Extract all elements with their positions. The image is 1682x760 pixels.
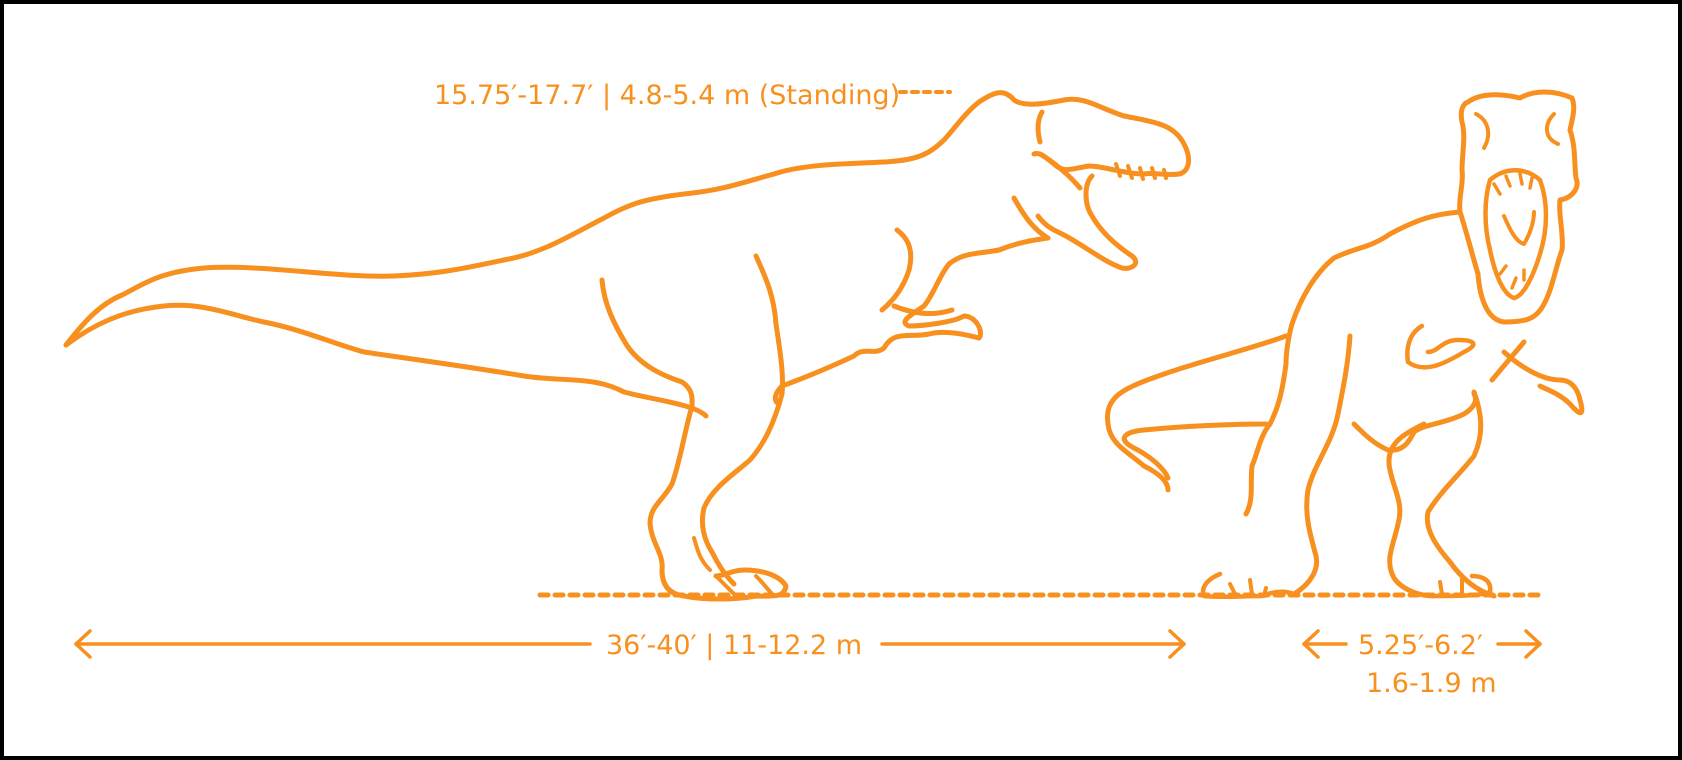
length-label: 36′-40′ | 11-12.2 m: [606, 630, 863, 661]
width-arrow: [1302, 629, 1542, 659]
trex-side-view: [63, 90, 1192, 602]
dinosaur-size-diagram: [63, 89, 1585, 659]
height-label: 15.75′-17.7′ | 4.8-5.4 m (Standing): [434, 80, 901, 111]
length-arrow: [74, 629, 1186, 659]
width-label-feet: 5.25′-6.2′: [1358, 630, 1484, 661]
diagram-frame: 15.75′-17.7′ | 4.8-5.4 m (Standing) 36′-…: [4, 4, 1678, 756]
width-label-meters: 1.6-1.9 m: [1366, 668, 1497, 699]
trex-front-view: [1105, 89, 1585, 600]
